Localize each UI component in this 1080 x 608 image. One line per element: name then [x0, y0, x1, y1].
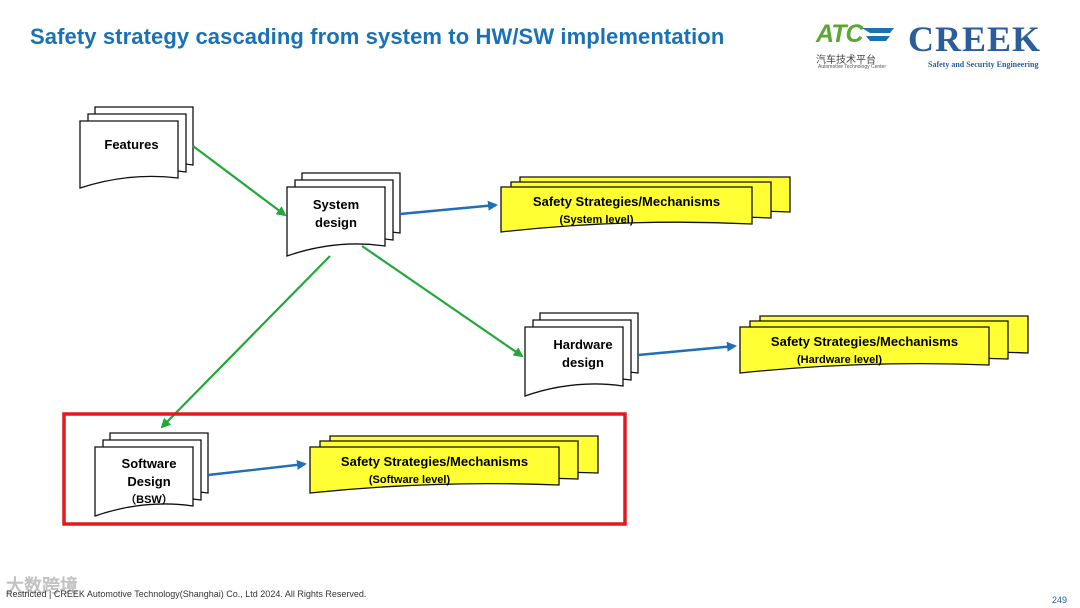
software-design-label: Software Design （BSW） [95, 455, 203, 509]
hardware-strategy-title: Safety Strategies/Mechanisms [770, 334, 959, 349]
arrow-system-to-software [160, 255, 331, 429]
hardware-design-doc-stack [524, 312, 639, 397]
system-strategy-stack [500, 176, 791, 233]
atc-logo-en: Automotive Technology Center [818, 64, 887, 70]
system-design-line1: System [312, 197, 360, 212]
hardware-design-line1: Hardware [553, 337, 613, 352]
atc-logo-cn: 汽车技术平台 [816, 55, 876, 66]
atc-logo-mark: ATC [816, 20, 864, 48]
software-strategy-label: Safety Strategies/Mechanisms (Software l… [310, 453, 559, 489]
watermark: 大数跨境 [6, 576, 78, 596]
software-design-doc-stack [94, 432, 209, 517]
system-design-label: System design [287, 196, 385, 232]
creek-logo-mark: CREEK [908, 19, 1042, 59]
system-design-line2: design [315, 215, 357, 230]
arrow-system-to-strategy [399, 200, 498, 216]
software-strategy-stack [309, 435, 599, 494]
page-number: 249 [1052, 595, 1068, 605]
features-label: Features [104, 137, 159, 152]
software-highlight-frame [62, 412, 627, 526]
creek-logo-sub: Safety and Security Engineering [928, 60, 1039, 69]
creek-logo: CREEK Safety and Security Engineering [908, 18, 1058, 74]
atc-logo: ATC 汽车技术平台 Automotive Technology Center [810, 20, 902, 72]
software-design-line1: Software [121, 456, 177, 471]
arrow-hardware-to-strategy [637, 341, 737, 357]
software-strategy-title: Safety Strategies/Mechanisms [340, 454, 529, 469]
system-strategy-level: (System level) [559, 214, 634, 226]
system-design-doc-stack [286, 172, 401, 257]
hardware-design-label: Hardware design [525, 336, 641, 372]
hardware-strategy-level: (Hardware level) [797, 354, 882, 366]
system-strategy-title: Safety Strategies/Mechanisms [532, 194, 721, 209]
software-strategy-level: (Software level) [368, 474, 451, 486]
system-strategy-label: Safety Strategies/Mechanisms (System lev… [501, 193, 752, 229]
software-design-line3: （BSW） [125, 494, 173, 506]
hardware-strategy-stack [739, 315, 1029, 374]
software-design-line2: Design [127, 474, 171, 489]
hardware-strategy-label: Safety Strategies/Mechanisms (Hardware l… [740, 333, 989, 369]
arrow-software-to-strategy [207, 459, 307, 477]
features-doc-stack [79, 106, 194, 189]
slide-title: Safety strategy cascading from system to… [30, 24, 725, 49]
atc-swoosh-icon [862, 28, 894, 41]
arrow-features-to-system [192, 145, 287, 217]
hardware-design-line2: design [562, 355, 604, 370]
copyright-footer: Restricted | CREEK Automotive Technology… [6, 589, 367, 599]
arrow-system-to-hardware [361, 245, 524, 358]
